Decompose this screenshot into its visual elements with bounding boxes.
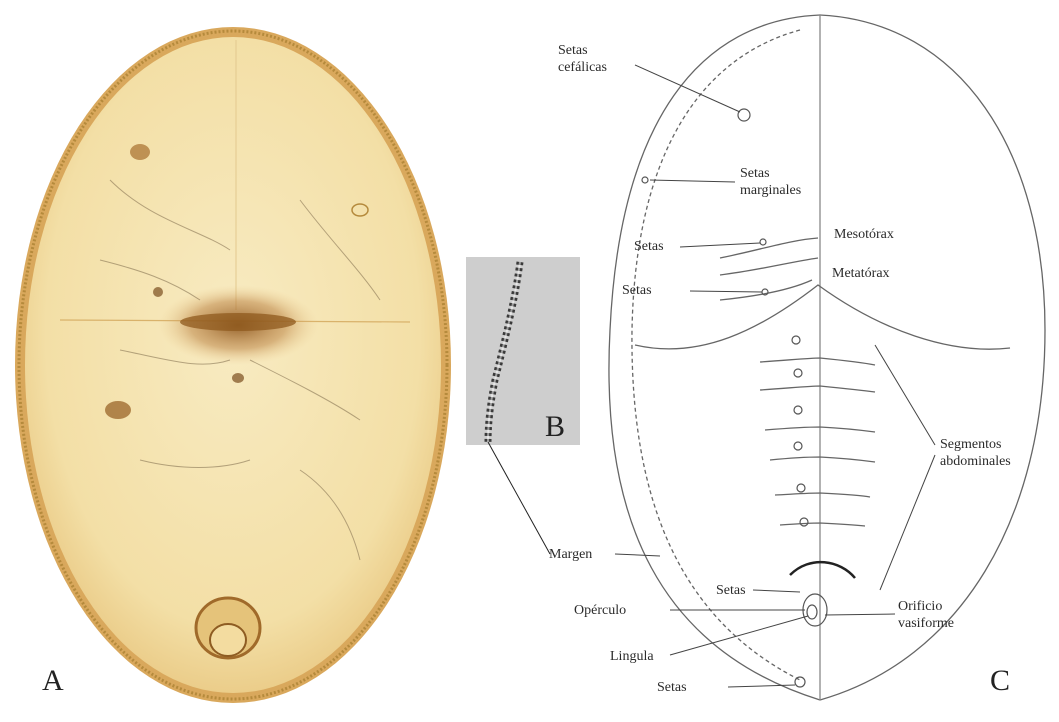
label-orificio-vasiforme: Orificio vasiforme bbox=[898, 598, 954, 632]
label-setas-marginales: Setas marginales bbox=[740, 165, 801, 199]
label-setas-2: Setas bbox=[622, 282, 652, 299]
label-setas-4: Setas bbox=[657, 679, 687, 696]
label-setas-cefalicas: Setas cefálicas bbox=[558, 42, 607, 76]
drawing-outline bbox=[609, 15, 1045, 700]
label-lingula: Lingula bbox=[610, 648, 654, 665]
panel-label-c: C bbox=[990, 664, 1010, 698]
label-mesotorax: Mesotórax bbox=[834, 226, 894, 243]
label-metatorax: Metatórax bbox=[832, 265, 890, 282]
label-setas-1: Setas bbox=[634, 238, 664, 255]
drawing-leader-lines bbox=[615, 65, 935, 687]
label-segmentos-abdominales: Segmentos abdominales bbox=[940, 436, 1011, 470]
label-operculo: Opérculo bbox=[574, 602, 626, 619]
label-setas-3: Setas bbox=[716, 582, 746, 599]
panel-label-a: A bbox=[42, 664, 64, 698]
panel-label-b: B bbox=[545, 410, 565, 444]
label-margen: Margen bbox=[549, 546, 592, 563]
